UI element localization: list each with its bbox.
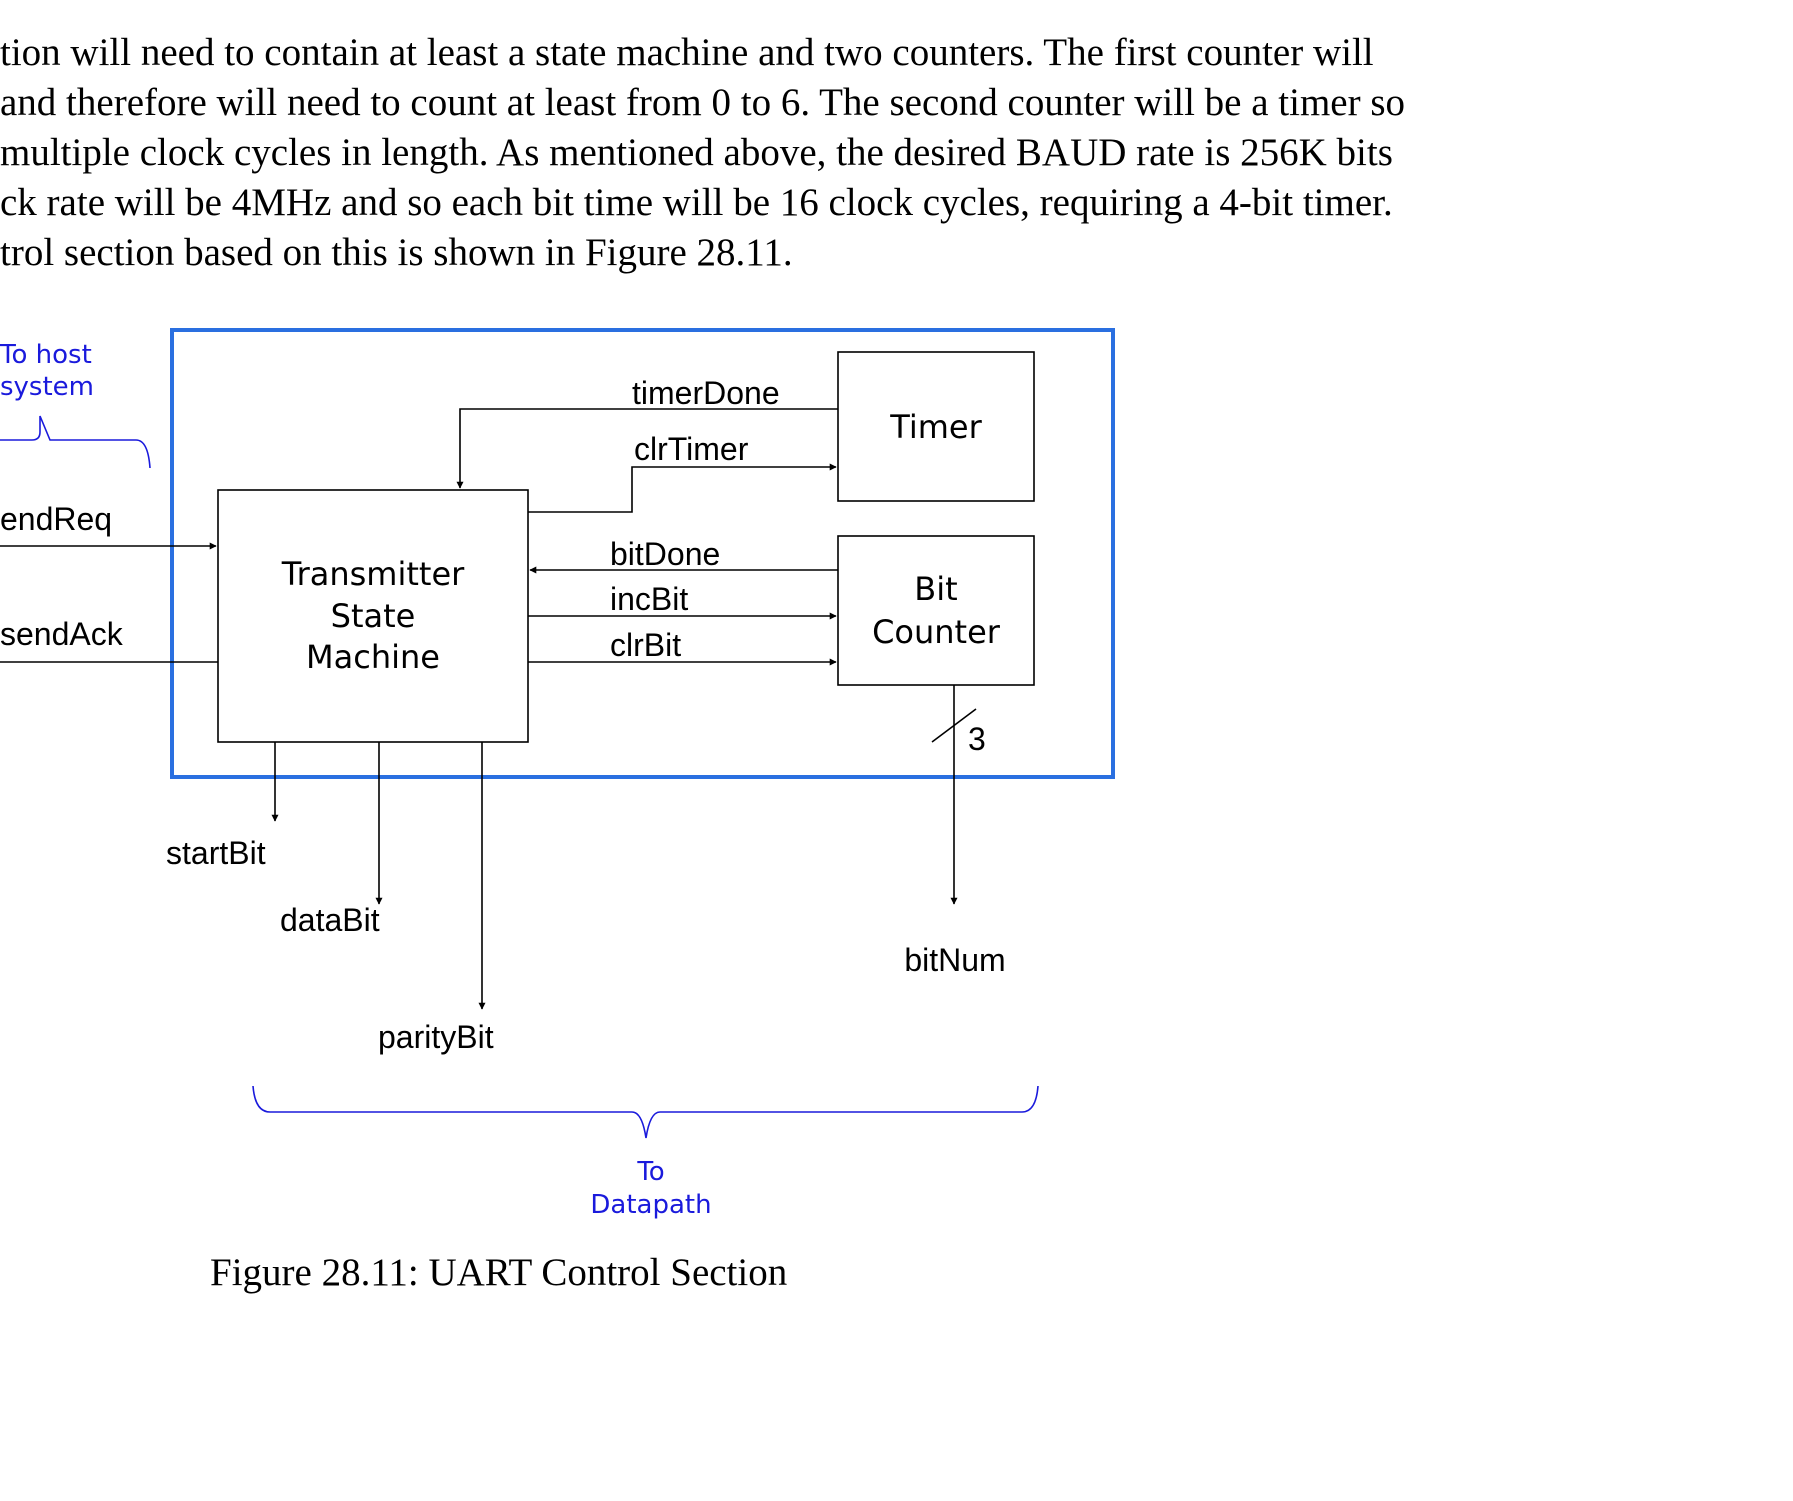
clrbit-label: clrBit bbox=[610, 627, 681, 663]
paragraph-line-4: ck rate will be 4MHz and so each bit tim… bbox=[0, 181, 1393, 224]
bit-counter-label-1: Bit bbox=[914, 570, 957, 608]
state-machine-label-1: Transmitter bbox=[281, 555, 465, 593]
timer-block bbox=[837, 351, 1035, 502]
paragraph-line-5: trol section based on this is shown in F… bbox=[0, 231, 793, 274]
state-machine-label-2: State bbox=[331, 597, 416, 635]
bitdone-label: bitDone bbox=[610, 536, 720, 572]
timerdone-label: timerDone bbox=[632, 375, 780, 411]
timerdone-wire bbox=[456, 408, 838, 489]
transmitter-state-machine-block bbox=[217, 489, 529, 743]
bit-counter-block bbox=[837, 535, 1035, 686]
host-brace bbox=[0, 415, 151, 469]
datapath-brace bbox=[252, 1085, 1039, 1139]
bitnum-label: bitNum bbox=[904, 942, 1005, 978]
clrtimer-label: clrTimer bbox=[634, 431, 749, 467]
startbit-label: startBit bbox=[166, 835, 266, 871]
bit-counter-label-2: Counter bbox=[872, 613, 1001, 651]
databit-label: dataBit bbox=[280, 902, 380, 938]
datapath-label-1: To bbox=[636, 1157, 664, 1187]
host-label-2: system bbox=[0, 372, 94, 402]
datapath-label-2: Datapath bbox=[590, 1190, 711, 1220]
paragraph-line-3: multiple clock cycles in length. As ment… bbox=[0, 131, 1393, 174]
bus-slash bbox=[931, 708, 977, 743]
clrtimer-wire bbox=[528, 463, 837, 513]
incbit-label: incBit bbox=[610, 581, 688, 617]
paritybit-label: parityBit bbox=[378, 1019, 494, 1055]
timer-label: Timer bbox=[889, 408, 982, 446]
state-machine-label-3: Machine bbox=[306, 638, 440, 676]
paragraph-line-1: tion will need to contain at least a sta… bbox=[0, 31, 1374, 74]
host-label-1: To host bbox=[0, 340, 92, 370]
control-section-boundary bbox=[170, 328, 1115, 779]
sendreq-label: endReq bbox=[0, 501, 112, 537]
sendack-label: sendAck bbox=[0, 616, 124, 652]
paragraph-line-2: and therefore will need to count at leas… bbox=[0, 81, 1406, 124]
bus-width-label: 3 bbox=[968, 721, 986, 757]
figure-caption: Figure 28.11: UART Control Section bbox=[210, 1251, 788, 1294]
